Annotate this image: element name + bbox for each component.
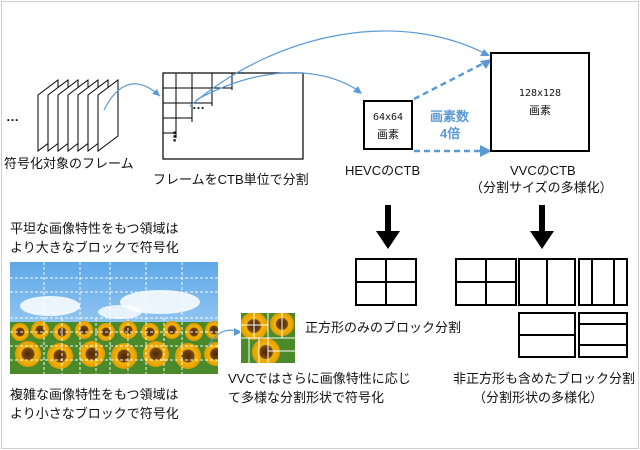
arrows-hevc-to-vvc [413,59,492,157]
split-frame-label: フレームをCTB単位で分割 [153,172,309,187]
frames-ellipsis: … [6,109,19,124]
hevc-ctb-box: 64x64 画素 [363,100,413,150]
block-vertical-ternary [578,258,628,306]
zoomed-ctb-tile [240,312,296,364]
vvc-ctb-box: 128x128 画素 [490,52,590,152]
pixel-count-label-2: 4倍 [440,126,461,141]
arrows-grid-to-ctb [189,30,490,107]
down-arrow-hevc [376,205,400,249]
complex-region-text-2: より小さなブロックで符号化 [10,406,179,421]
arrow-photo-to-tile [207,328,242,347]
square-only-label: 正方形のみのブロック分割 [305,320,462,335]
vvc-adaptive-text-1: VVCではさらに画像特性に応じ [228,371,411,386]
frames-label: 符号化対象のフレーム [4,156,134,171]
arrow-frames-to-grid [103,83,161,111]
block-vertical-binary [518,258,576,306]
vvc-box-unit: 画素 [529,105,551,117]
block-horizontal-ternary [578,312,628,358]
ctb-grid-frame [162,72,304,160]
hevc-box-unit: 画素 [377,129,399,141]
flat-region-text-1: 平坦な画像特性をもつ領域は [10,221,179,236]
hevc-box-size: 64x64 [372,112,404,123]
vvc-box-size: 128x128 [518,88,562,99]
nonsquare-label-2: （分割形状の多様化） [473,390,604,405]
down-arrow-vvc [530,205,554,249]
pixel-count-label-1: 画素数 [430,109,470,124]
vvc-ctb-sublabel: （分割サイズの多様化） [470,180,613,195]
flat-region-text-2: より大きなブロックで符号化 [10,240,179,255]
grid-vdots: ⋮ [168,129,181,144]
block-horizontal-binary [518,312,576,358]
grid-ellipsis: … [192,97,205,112]
block-quad-square [355,258,417,306]
complex-region-text-1: 複雑な画像特性をもつ領域は [10,387,179,402]
hevc-ctb-label: HEVCのCTB [345,163,421,178]
vvc-adaptive-text-2: て多様な分割形状で符号化 [228,390,385,405]
nonsquare-label-1: 非正方形も含めたブロック分割 [453,371,636,386]
sunflower-photo [10,262,218,374]
frame-stack [37,79,119,152]
vvc-ctb-label: VVCのCTB [510,163,576,178]
block-quad [455,258,517,306]
